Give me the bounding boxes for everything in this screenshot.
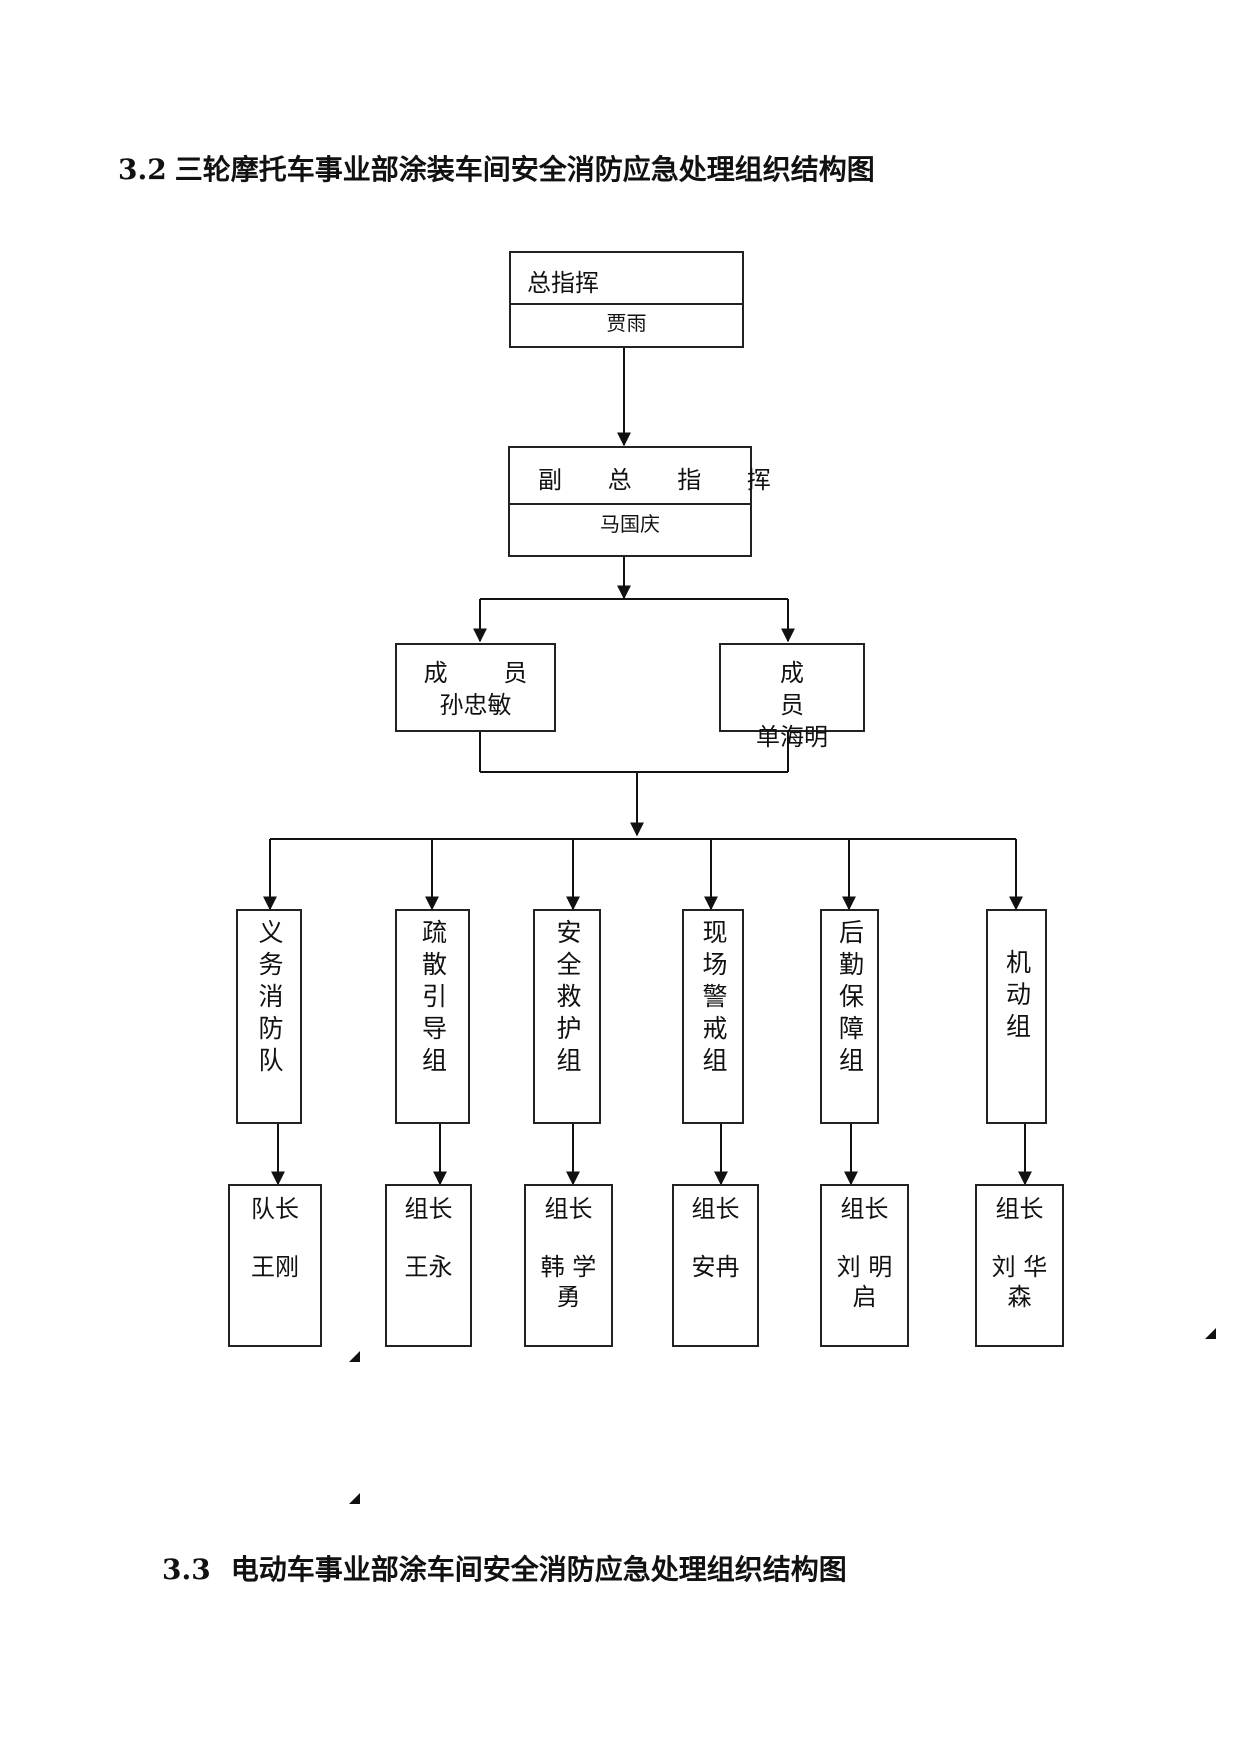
section-title: 电动车事业部涂车间安全消防应急处理组织结构图 — [230, 1553, 847, 1586]
leader-label: 组长 — [840, 1195, 889, 1223]
section-number: 3.2 — [118, 153, 167, 186]
group-box-logistics: 后勤保障组 — [820, 909, 879, 1124]
leader-label: 组长 — [404, 1195, 453, 1223]
leader-name: 王刚 — [251, 1253, 299, 1281]
commander-title: 总指挥 — [527, 269, 599, 297]
deputy-commander-box: 副 总 指 挥 马国庆 — [508, 446, 771, 557]
leader-name: 王永 — [404, 1253, 453, 1281]
leader-box: 组长 刘 明 启 — [820, 1184, 909, 1347]
leader-box: 组长 刘 华 森 — [975, 1184, 1064, 1347]
group-name: 现场警戒组 — [699, 919, 728, 1079]
leader-name: 刘 华 森 — [991, 1253, 1048, 1311]
group-name: 后勤保障组 — [835, 919, 865, 1079]
section-number: 3.3 — [162, 1553, 211, 1586]
group-box-volunteer-fire-brigade: 义务消防队 — [236, 909, 302, 1124]
group-box-mobile: 机动组 — [986, 909, 1047, 1124]
deputy-title: 副 总 指 挥 — [538, 466, 785, 494]
group-name: 机动组 — [1002, 949, 1032, 1045]
group-name: 疏散引导组 — [418, 919, 448, 1079]
leader-box: 组长 安冉 — [672, 1184, 759, 1347]
anchor-mark — [349, 1351, 360, 1362]
leader-label: 组长 — [691, 1195, 740, 1223]
leader-label: 队长 — [251, 1195, 299, 1223]
anchor-mark — [349, 1493, 360, 1504]
section-heading-3-3: 3.3 电动车事业部涂车间安全消防应急处理组织结构图 — [162, 1548, 847, 1588]
leader-box: 队长 王刚 — [228, 1184, 322, 1347]
leader-box: 组长 王永 — [385, 1184, 472, 1347]
leader-label: 组长 — [995, 1195, 1044, 1223]
leader-label: 组长 — [544, 1195, 593, 1223]
group-box-site-cordon: 现场警戒组 — [682, 909, 744, 1124]
group-name: 安全救护组 — [553, 919, 582, 1079]
commander-box: 总指挥 贾雨 — [509, 251, 744, 348]
group-box-evacuation: 疏散引导组 — [395, 909, 470, 1124]
anchor-mark — [1205, 1328, 1216, 1339]
commander-name: 贾雨 — [606, 311, 647, 335]
member-name: 孙忠敏 — [439, 691, 512, 719]
leader-box: 组长 韩 学 勇 — [524, 1184, 613, 1347]
member-role: 成 员 — [423, 659, 552, 687]
deputy-name: 马国庆 — [600, 512, 660, 536]
leader-name: 安冉 — [691, 1253, 740, 1281]
member-role: 成 员 — [780, 659, 828, 719]
section-title: 三轮摩托车事业部涂装车间安全消防应急处理组织结构图 — [174, 153, 875, 186]
group-box-rescue: 安全救护组 — [533, 909, 601, 1124]
member-name: 单海明 — [756, 723, 828, 751]
group-name: 义务消防队 — [255, 919, 284, 1079]
leader-name: 韩 学 勇 — [540, 1253, 597, 1311]
leader-name: 刘 明 启 — [836, 1253, 893, 1311]
member-box: 成 员 单海明 — [719, 643, 865, 751]
member-box: 成 员 孙忠敏 — [395, 643, 556, 732]
